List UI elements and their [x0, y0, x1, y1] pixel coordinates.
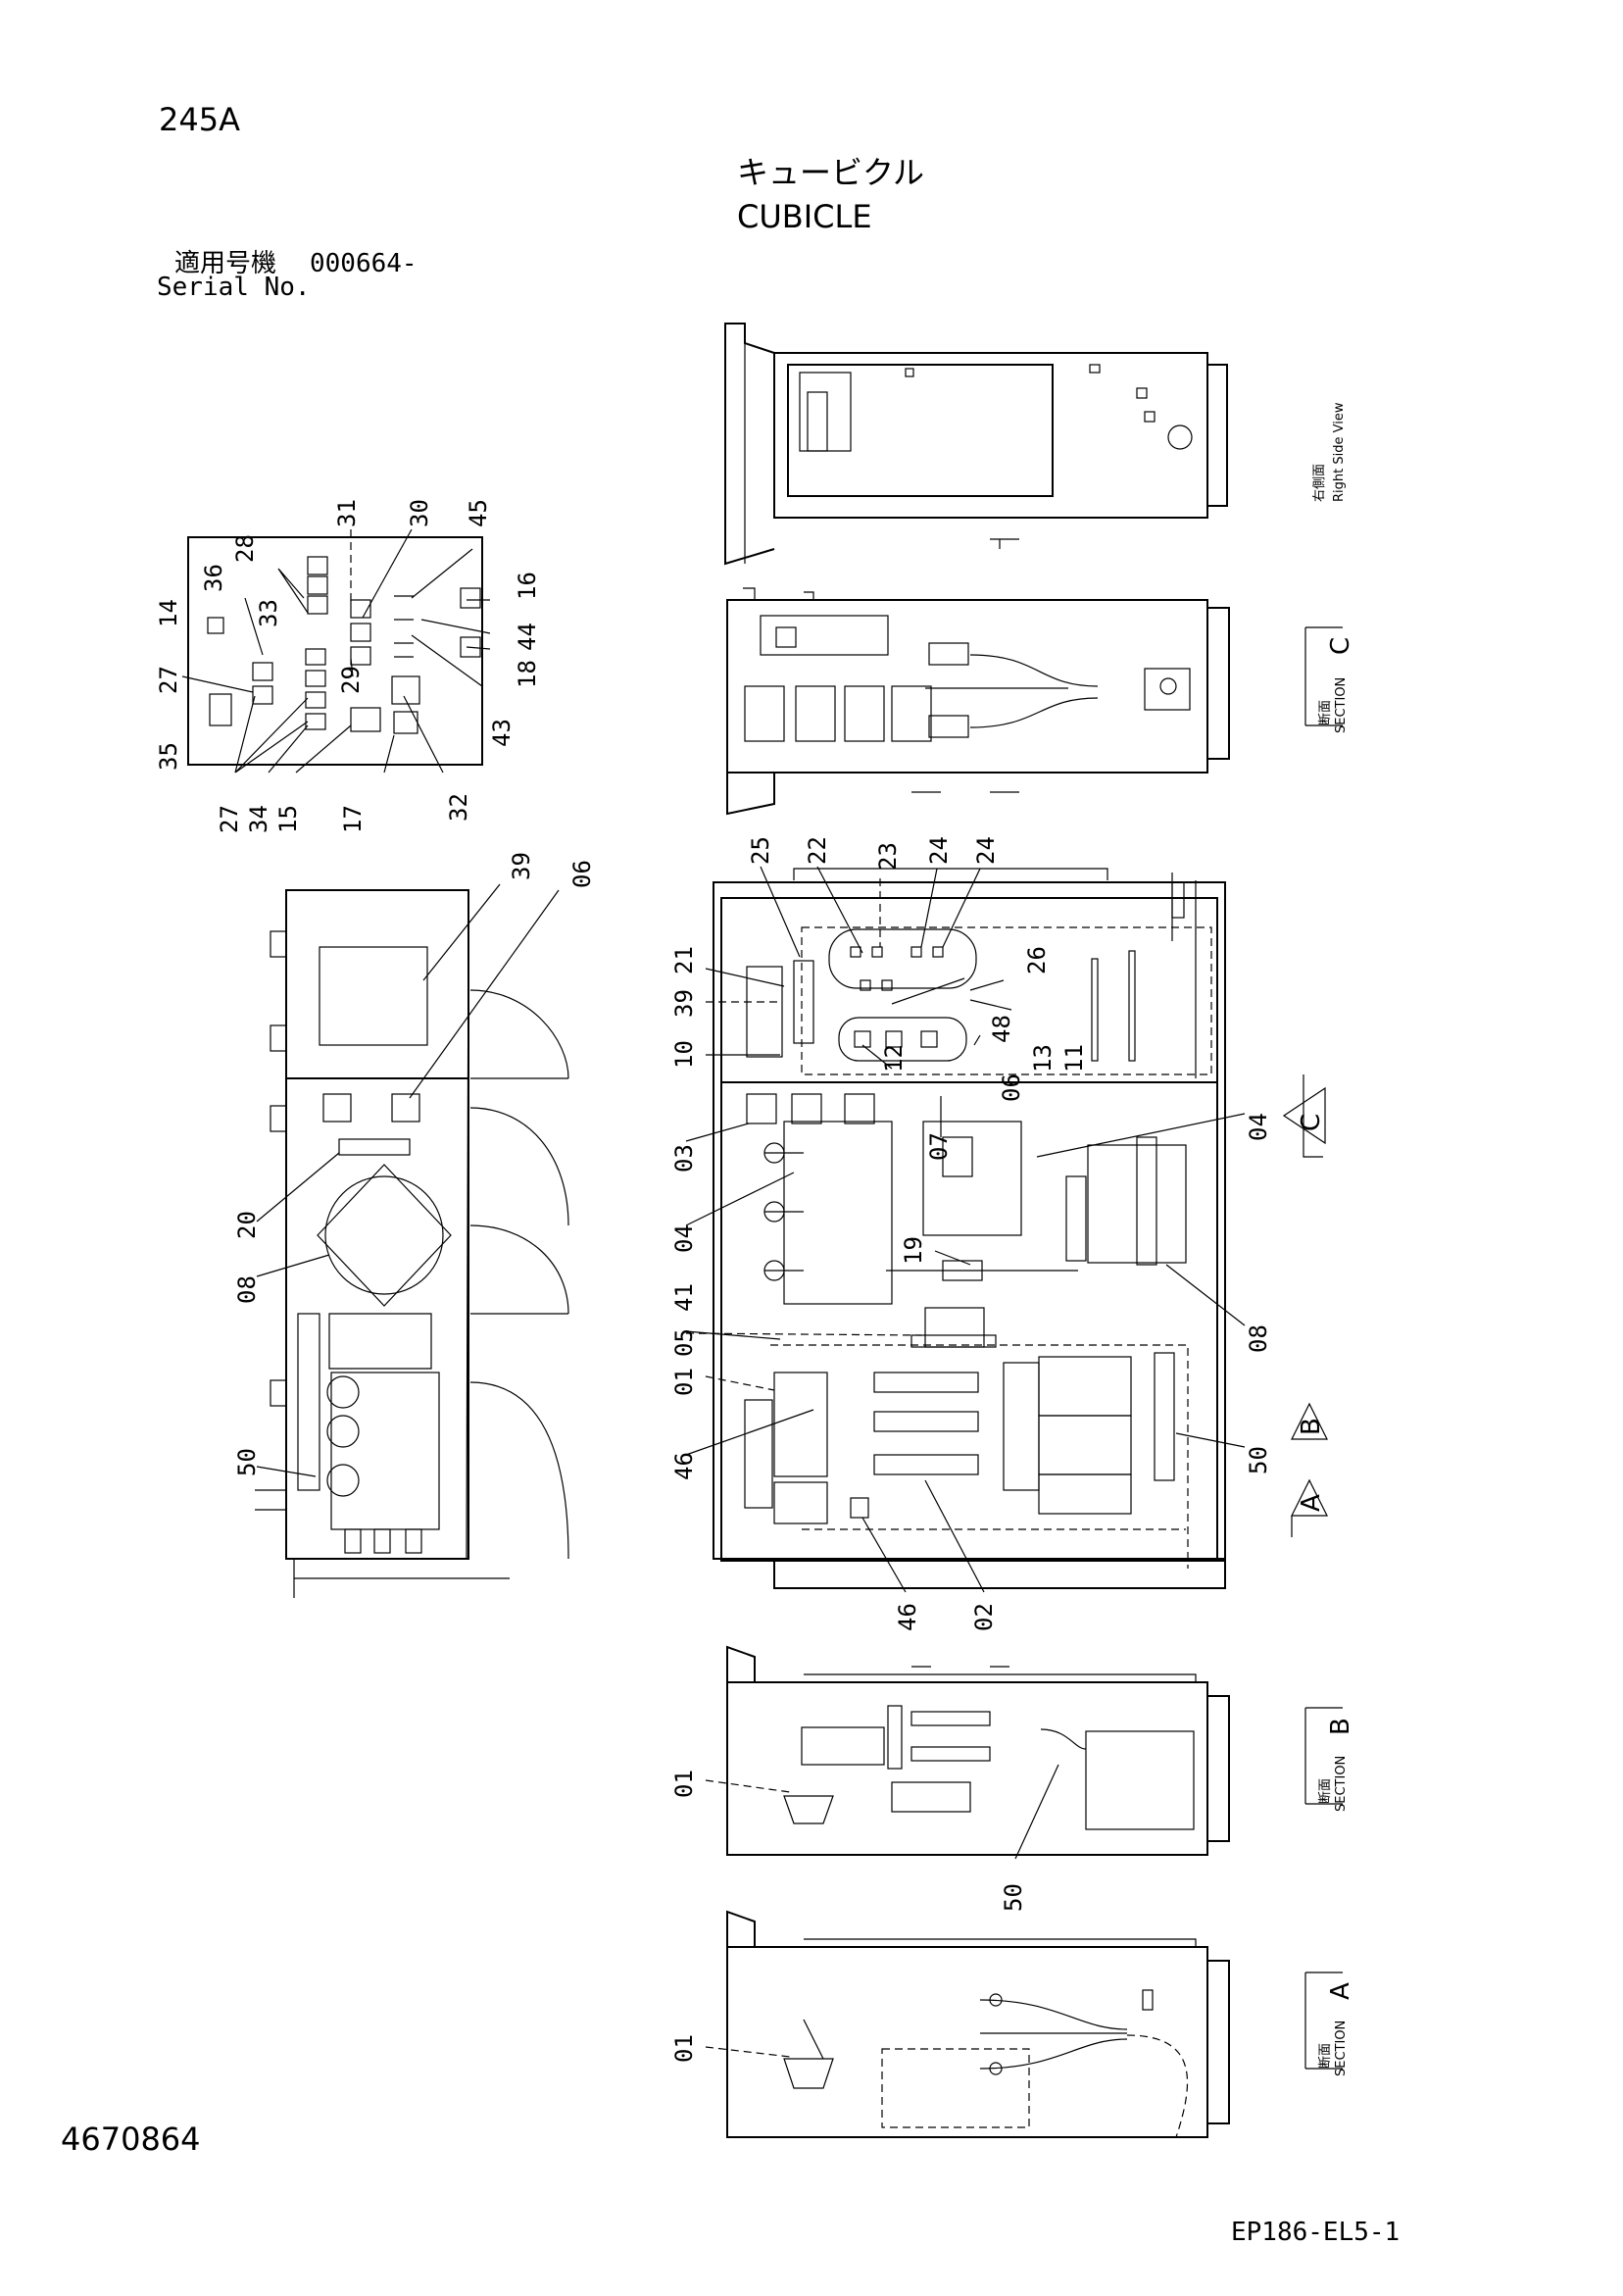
callout-01-section-a: 01	[670, 2034, 698, 2063]
callout-33: 33	[255, 599, 282, 627]
svg-text:断面: 断面	[1318, 1778, 1333, 1804]
callout-17: 17	[339, 805, 367, 833]
section-c-view	[726, 587, 1230, 816]
callout-08: 08	[233, 1275, 261, 1304]
callout-23: 23	[874, 842, 902, 871]
callout-24-b: 24	[972, 836, 1000, 865]
title-japanese: キュービクル	[737, 154, 925, 191]
section-marker-a: A	[1291, 1478, 1328, 1537]
callout-21: 21	[670, 946, 698, 974]
svg-text:SECTION: SECTION	[1334, 2021, 1349, 2076]
callout-20: 20	[233, 1211, 261, 1239]
right-side-en: Right Side View	[1332, 402, 1347, 502]
callout-43: 43	[488, 719, 516, 747]
callout-27: 27	[155, 666, 182, 694]
callout-41: 41	[670, 1283, 698, 1312]
callout-10: 10	[670, 1040, 698, 1069]
left-side-view	[255, 889, 569, 1598]
callout-19: 19	[900, 1236, 927, 1265]
callout-30: 30	[406, 499, 433, 527]
svg-text:B: B	[1297, 1418, 1326, 1435]
callout-13: 13	[1029, 1044, 1057, 1073]
callout-12: 12	[880, 1044, 908, 1073]
page-code: EP186-EL5-1	[1231, 2218, 1401, 2247]
callout-06-front: 06	[998, 1073, 1025, 1102]
callout-18: 18	[514, 660, 541, 688]
door-panel-view	[187, 536, 483, 766]
callout-24: 24	[925, 836, 953, 865]
callout-48: 48	[988, 1015, 1015, 1043]
callout-39-front: 39	[670, 989, 698, 1018]
callout-16: 16	[514, 572, 541, 600]
callout-22: 22	[804, 836, 831, 865]
section-b-view	[726, 1645, 1230, 1856]
front-view	[713, 868, 1226, 1589]
serial-label-english: Serial No.	[157, 273, 311, 302]
callout-03: 03	[670, 1144, 698, 1173]
callout-50: 50	[233, 1448, 261, 1476]
callout-02: 02	[970, 1603, 998, 1631]
svg-text:SECTION: SECTION	[1334, 1756, 1349, 1812]
callout-08-front: 08	[1245, 1324, 1272, 1353]
callout-39: 39	[508, 852, 535, 880]
section-a-view	[726, 1910, 1230, 2138]
callout-44: 44	[514, 623, 541, 651]
callout-46-lower: 46	[894, 1603, 921, 1631]
serial-label-japanese: 適用号機	[174, 249, 277, 278]
callout-labels: 31 30 45 28 36 14 33 16 44 18 29 27 43 3…	[155, 499, 1272, 2063]
callout-04: 04	[1245, 1113, 1272, 1141]
svg-text:断面: 断面	[1318, 2043, 1333, 2069]
svg-text:B: B	[1326, 1718, 1355, 1735]
callout-11: 11	[1060, 1044, 1088, 1073]
callout-50-front: 50	[1245, 1446, 1272, 1474]
callout-46: 46	[670, 1452, 698, 1480]
callout-06: 06	[568, 860, 596, 888]
serial-value: 000664-	[310, 249, 418, 278]
callout-28: 28	[231, 534, 259, 563]
callout-45: 45	[465, 499, 492, 527]
callout-36: 36	[200, 564, 227, 592]
section-a-label: 断面 SECTION A	[1304, 1972, 1355, 2076]
callout-01: 01	[670, 1368, 698, 1396]
callout-25: 25	[747, 836, 774, 865]
section-marker-b: B	[1291, 1402, 1328, 1440]
svg-text:SECTION: SECTION	[1334, 677, 1349, 733]
callout-01-section-b: 01	[670, 1770, 698, 1798]
callout-05: 05	[670, 1328, 698, 1357]
callout-35: 35	[155, 742, 182, 771]
leader-lines	[181, 528, 1246, 2058]
callout-31: 31	[333, 499, 361, 527]
callout-15: 15	[274, 805, 302, 833]
right-side-jp: 右側面	[1312, 464, 1327, 502]
model-number: 245A	[159, 101, 240, 138]
right-side-view	[724, 323, 1228, 566]
callout-07: 07	[925, 1132, 953, 1161]
callout-27-lower: 27	[216, 805, 243, 833]
callout-04-left: 04	[670, 1224, 698, 1253]
document-number: 4670864	[61, 2121, 201, 2158]
svg-text:A: A	[1326, 1982, 1355, 2000]
svg-text:A: A	[1297, 1494, 1326, 1512]
callout-26: 26	[1023, 946, 1051, 974]
section-c-label: 断面 SECTION C	[1304, 626, 1355, 733]
callout-29: 29	[337, 666, 365, 694]
section-marker-c: C	[1282, 1074, 1326, 1158]
title-english: CUBICLE	[737, 198, 872, 235]
callout-34: 34	[245, 805, 272, 833]
svg-text:断面: 断面	[1318, 700, 1333, 725]
svg-text:C: C	[1297, 1114, 1326, 1131]
section-b-label: 断面 SECTION B	[1304, 1707, 1355, 1812]
callout-14: 14	[155, 599, 182, 627]
svg-text:C: C	[1326, 637, 1355, 655]
callout-50-section-b: 50	[1000, 1883, 1027, 1912]
callout-32: 32	[445, 793, 472, 822]
